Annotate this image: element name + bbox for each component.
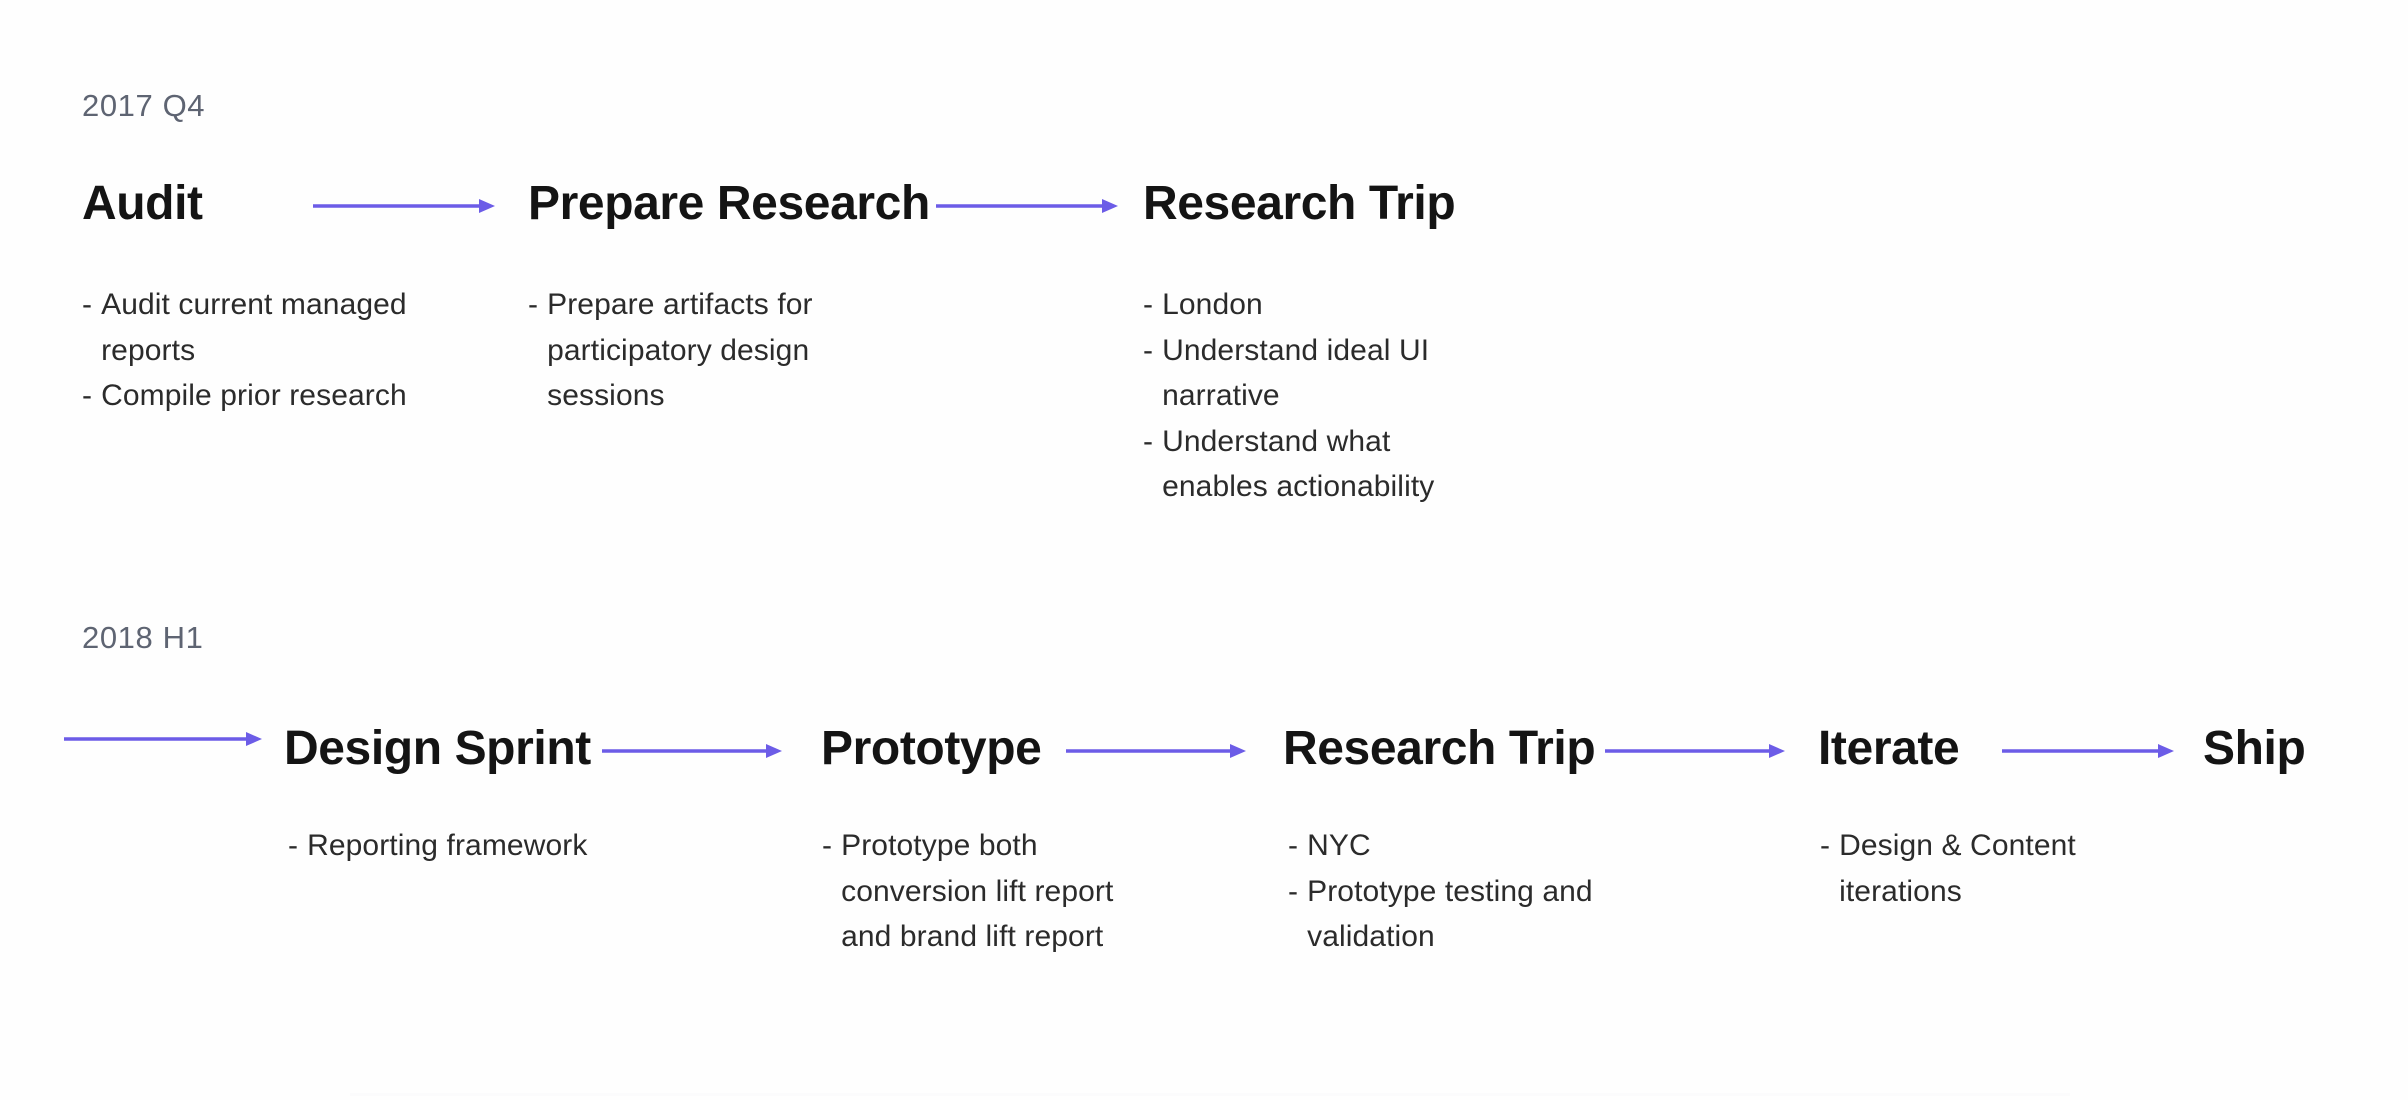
list-item: - Understand ideal UI narrative: [1143, 328, 1543, 419]
bullet-list-iterate: - Design & Content iterations: [1820, 823, 2200, 914]
arrow-right-icon: [1066, 739, 1246, 763]
list-item: - NYC: [1288, 823, 1688, 869]
bullet-list-research-trip-london: - London - Understand ideal UI narrative…: [1143, 282, 1543, 510]
arrow-right-icon: [313, 194, 495, 218]
stage-title-ship: Ship: [2203, 722, 2306, 775]
bullet-marker: -: [288, 829, 299, 862]
bullet-marker: -: [528, 288, 539, 321]
arrow-right-icon: [2002, 739, 2174, 763]
bullet-list-prepare-research: - Prepare artifacts for participatory de…: [528, 282, 888, 419]
period-label-2018-h1: 2018 H1: [82, 620, 204, 655]
bullet-list-prototype: - Prototype both conversion lift report …: [822, 823, 1202, 960]
list-item: - Prototype testing and validation: [1288, 869, 1688, 960]
list-item-text: Prototype testing and validation: [1307, 874, 1593, 954]
bullet-marker: -: [1143, 288, 1154, 321]
list-item: - Reporting framework: [288, 823, 688, 869]
list-item-text: NYC: [1307, 829, 1371, 862]
bullet-marker: -: [1143, 333, 1154, 367]
stage-title-research-trip-london: Research Trip: [1143, 177, 1456, 230]
arrow-right-icon: [602, 739, 782, 763]
bullet-marker: -: [1143, 424, 1154, 458]
list-item: - Design & Content iterations: [1820, 823, 2200, 914]
list-item: - Prepare artifacts for participatory de…: [528, 282, 888, 419]
stage-title-audit: Audit: [82, 177, 203, 230]
bottom-divider: [350, 1093, 2070, 1096]
list-item: - London: [1143, 282, 1543, 328]
bullet-marker: -: [1288, 874, 1299, 908]
list-item-text: Prepare artifacts for participatory desi…: [547, 288, 813, 413]
bullet-marker: -: [82, 288, 93, 321]
list-item-text: London: [1162, 288, 1263, 321]
bullet-marker: -: [1820, 829, 1831, 862]
stage-title-research-trip-nyc: Research Trip: [1283, 722, 1596, 775]
bullet-list-audit: - Audit current managed reports - Compil…: [82, 282, 482, 419]
stage-title-design-sprint: Design Sprint: [284, 722, 591, 775]
list-item-text: Compile prior research: [101, 379, 407, 413]
bullet-list-design-sprint: - Reporting framework: [288, 823, 688, 869]
arrow-right-icon: [1605, 739, 1785, 763]
stage-title-prepare-research: Prepare Research: [528, 177, 930, 230]
arrow-right-icon: [64, 727, 262, 751]
list-item-text: Reporting framework: [307, 829, 588, 862]
list-item: - Understand what enables actionability: [1143, 419, 1543, 510]
bullet-list-research-trip-nyc: - NYC - Prototype testing and validation: [1288, 823, 1688, 960]
list-item-text: Understand what enables actionability: [1162, 424, 1435, 504]
arrow-right-icon: [936, 194, 1118, 218]
bullet-marker: -: [1288, 829, 1299, 862]
bullet-marker: -: [82, 379, 93, 413]
list-item: - Compile prior research: [82, 373, 482, 419]
stage-title-iterate: Iterate: [1818, 722, 1960, 775]
list-item-text: Understand ideal UI narrative: [1162, 333, 1430, 413]
list-item-text: Audit current managed reports: [101, 288, 407, 367]
period-label-2017-q4: 2017 Q4: [82, 88, 206, 123]
list-item: - Prototype both conversion lift report …: [822, 823, 1202, 960]
list-item: - Audit current managed reports: [82, 282, 482, 373]
list-item-text: Prototype both conversion lift report an…: [841, 829, 1114, 954]
bullet-marker: -: [822, 829, 833, 862]
stage-title-prototype: Prototype: [821, 722, 1042, 775]
list-item-text: Design & Content iterations: [1839, 829, 2076, 908]
